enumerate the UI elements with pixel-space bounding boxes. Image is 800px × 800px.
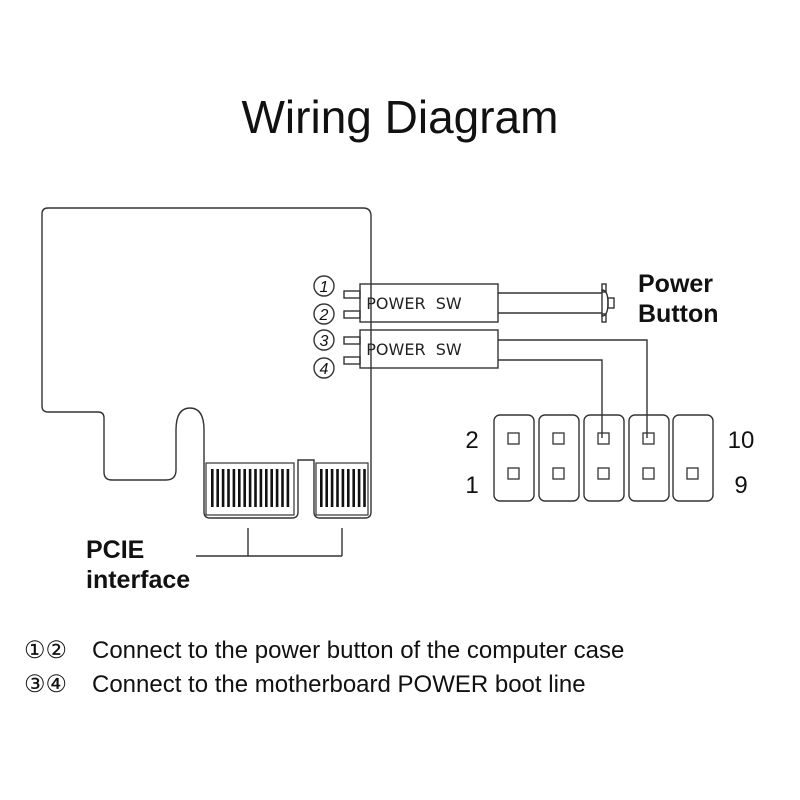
header-pin-bottom (642, 467, 655, 480)
header-pin-bottom (597, 467, 610, 480)
pin-marker-4-label: 4 (320, 361, 329, 378)
gold-finger (320, 469, 323, 507)
gold-finger (243, 469, 246, 507)
power-button-cable (498, 292, 602, 314)
gold-finger (265, 469, 268, 507)
pin-marker-2: 2 (313, 303, 335, 325)
pcie-gold-fingers-right (315, 462, 369, 516)
gold-finger (357, 469, 361, 507)
pin-marker-4: 4 (313, 357, 335, 379)
pin-marker-3-label: 3 (320, 333, 329, 350)
pin-marker-1: 1 (313, 275, 335, 297)
gold-finger (275, 469, 279, 507)
gold-finger (221, 469, 225, 507)
pcie-gold-fingers-left (205, 462, 295, 516)
gold-finger (347, 469, 350, 507)
header-column (493, 414, 535, 502)
gold-finger (211, 469, 214, 507)
gold-finger (363, 469, 366, 507)
power-sw-label-2: POWER SW (366, 340, 462, 359)
header-pin-bottom (552, 467, 565, 480)
header-number-bottom-right: 9 (734, 472, 747, 499)
header-pin-top (507, 432, 520, 445)
gold-finger (281, 469, 284, 507)
pin-marker-3: 3 (313, 329, 335, 351)
power-button-label-line1: Power (638, 270, 713, 298)
power-sw-connector-2: POWER SW (359, 329, 499, 369)
gold-finger (341, 469, 345, 507)
motherboard-header (493, 414, 714, 502)
finger-block-right (315, 462, 369, 516)
gold-finger (270, 469, 273, 507)
pcie-label-line2: interface (86, 566, 190, 594)
legend-line-1: ①② Connect to the power button of the co… (24, 637, 624, 664)
gold-finger (259, 469, 263, 507)
header-column (538, 414, 580, 502)
legend-text-2: Connect to the motherboard POWER boot li… (92, 671, 586, 698)
gold-finger (227, 469, 230, 507)
gold-finger (232, 469, 236, 507)
card-pin-stubs (343, 290, 361, 365)
gold-finger (325, 469, 328, 507)
pcie-callout-line (196, 528, 343, 557)
legend-line-2: ③④ Connect to the motherboard POWER boot… (24, 671, 586, 698)
header-number-top-right: 10 (728, 427, 755, 454)
power-button-label-line2: Button (638, 300, 719, 328)
header-column (583, 414, 625, 502)
legend-marks-1: ①② (24, 637, 67, 664)
pcie-label-line1: PCIE (86, 536, 144, 564)
motherboard-cable (498, 339, 648, 438)
header-pin-top (642, 432, 655, 445)
header-pin-top (552, 432, 565, 445)
gold-finger (238, 469, 241, 507)
power-sw-label-1: POWER SW (366, 294, 462, 313)
header-pin-bottom (686, 467, 699, 480)
power-button-plug (601, 283, 615, 323)
gold-finger (216, 469, 219, 507)
finger-block-left (205, 462, 295, 516)
gold-finger (286, 469, 290, 507)
pcie-card-outline (41, 207, 372, 519)
gold-finger (248, 469, 252, 507)
header-column (672, 414, 714, 502)
power-sw-connector-1: POWER SW (359, 283, 499, 323)
pin-marker-2-label: 2 (319, 307, 329, 324)
legend-text-1: Connect to the power button of the compu… (92, 637, 624, 664)
gold-finger (254, 469, 257, 507)
gold-finger (352, 469, 355, 507)
gold-finger (330, 469, 334, 507)
header-pin-bottom (507, 467, 520, 480)
legend-marks-2: ③④ (24, 671, 67, 698)
gold-finger (336, 469, 339, 507)
header-pin-top (597, 432, 610, 445)
diagram-title: Wiring Diagram (242, 91, 559, 143)
header-number-bottom-left: 1 (465, 472, 478, 499)
header-column (628, 414, 670, 502)
pin-marker-1-label: 1 (320, 279, 329, 296)
header-number-top-left: 2 (465, 427, 478, 454)
